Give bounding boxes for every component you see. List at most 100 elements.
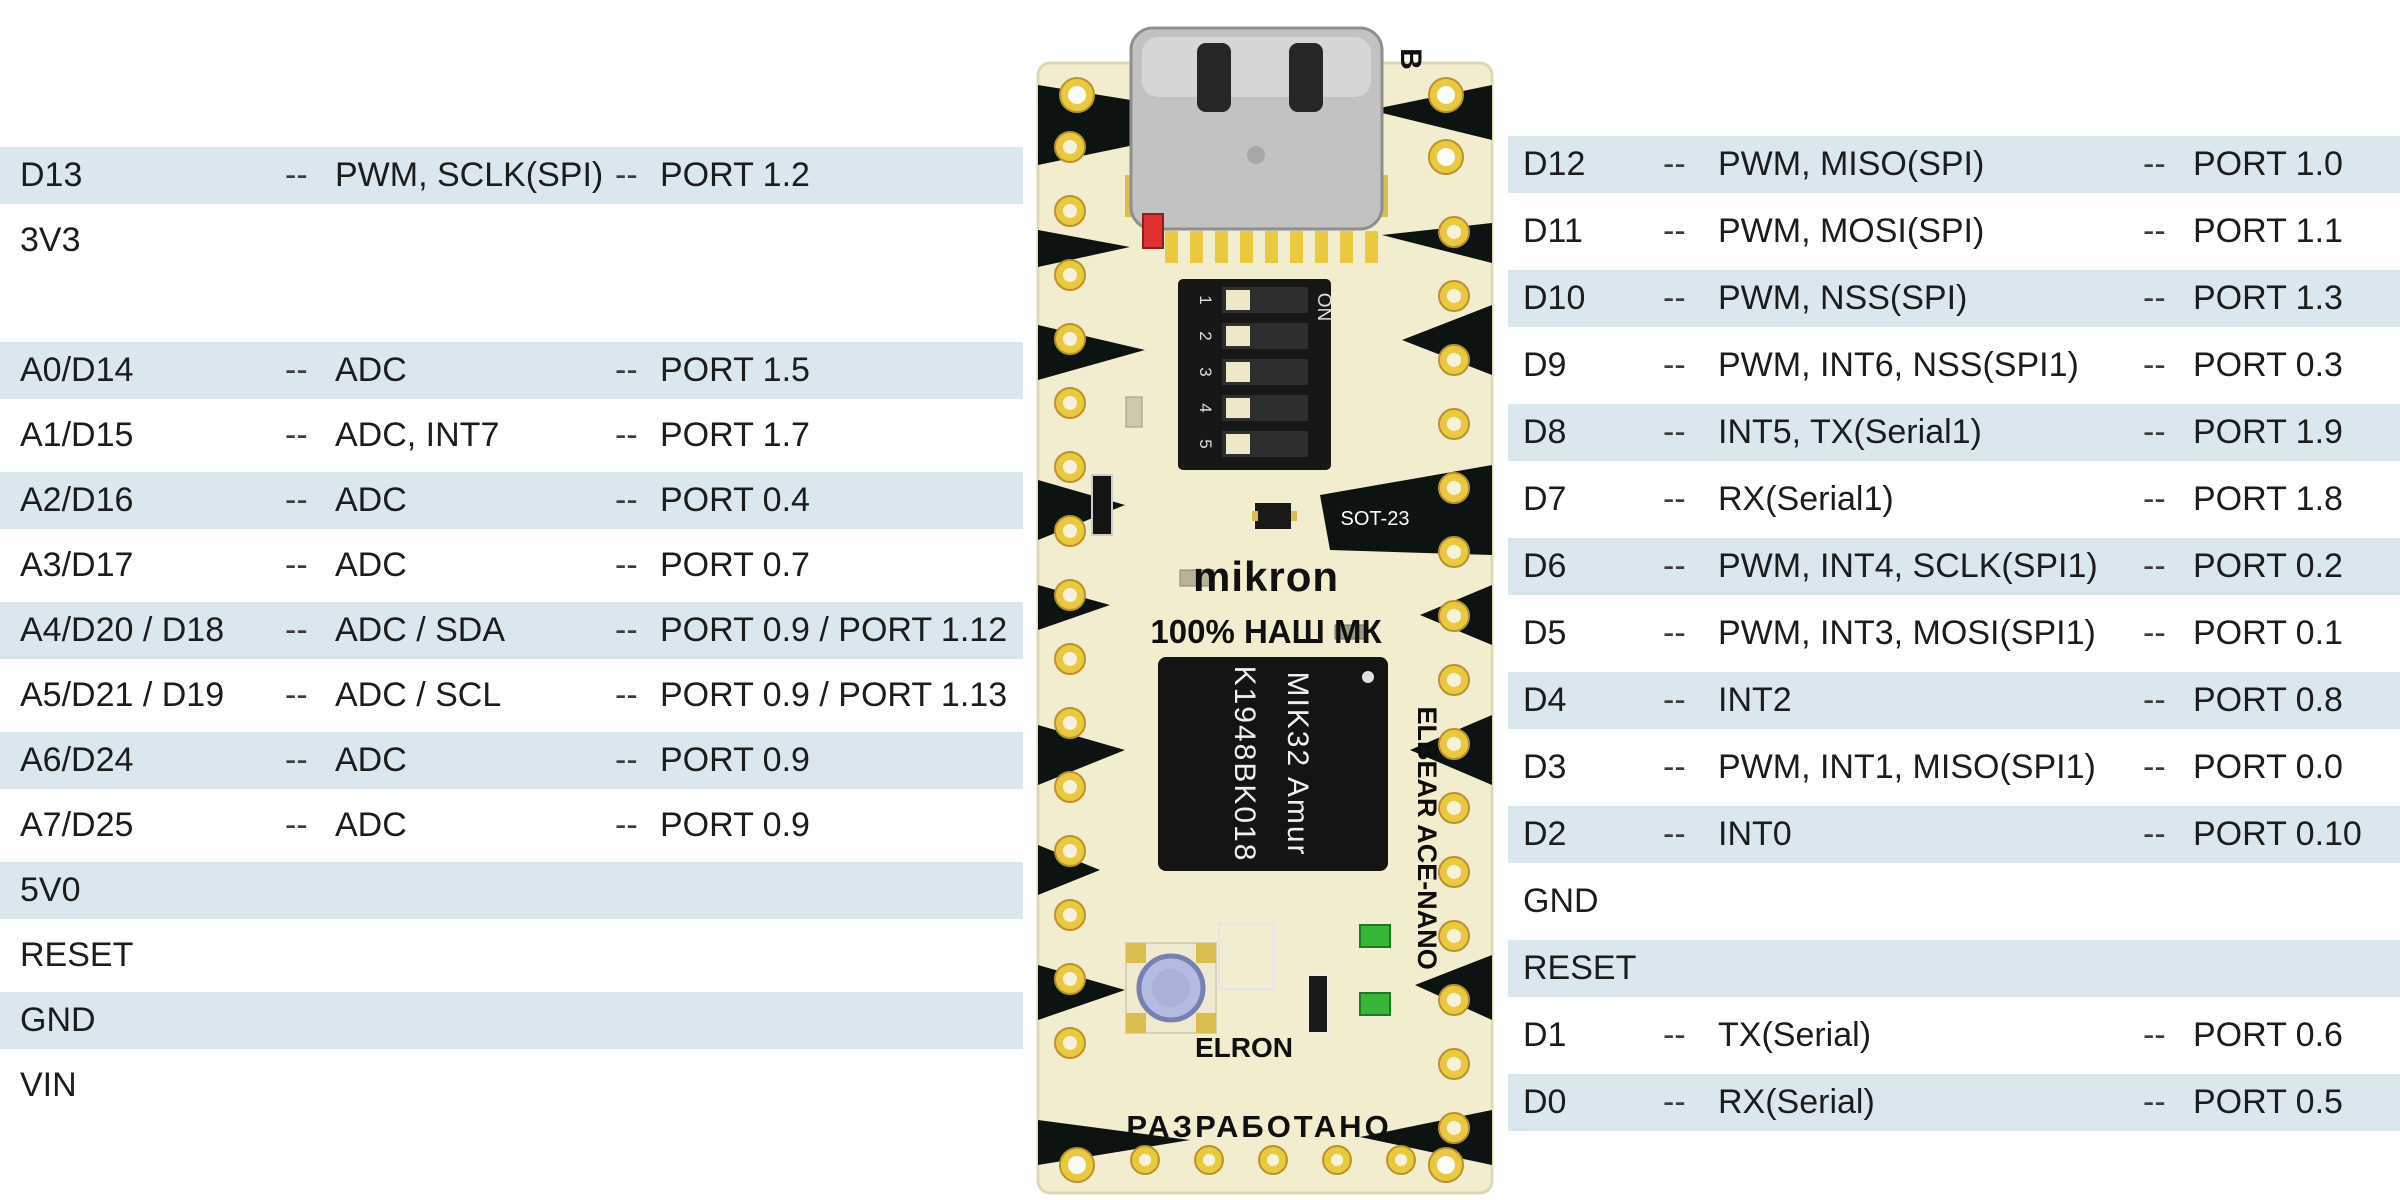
pin-row-a7-d25: A7/D25--ADC--PORT 0.9 <box>0 797 1023 854</box>
usb-slot <box>1289 43 1323 112</box>
port-label: PORT 1.7 <box>660 416 810 454</box>
green-led <box>1359 924 1391 948</box>
dash-separator: -- <box>615 676 638 714</box>
oscillator <box>1217 922 1276 991</box>
pin-row-a4-d20-d18: A4/D20 / D18--ADC / SDA--PORT 0.9 / PORT… <box>0 602 1023 659</box>
pin-row-d7: D7--RX(Serial1)--PORT 1.8 <box>1508 471 2400 528</box>
pin-function: ADC / SDA <box>335 611 506 649</box>
dash-separator: -- <box>285 156 308 194</box>
brand-logo: mikron <box>1193 553 1339 600</box>
pin-row-d9: D9--PWM, INT6, NSS(SPI1)--PORT 0.3 <box>1508 337 2400 394</box>
small-components <box>1091 396 1366 640</box>
pin-row-5v0: 5V0 <box>0 862 1023 919</box>
port-label: PORT 0.10 <box>2193 815 2362 853</box>
pad-hole <box>1203 1154 1215 1166</box>
pin-function: ADC <box>335 351 407 389</box>
pin-row-a0-d14: A0/D14--ADC--PORT 1.5 <box>0 342 1023 399</box>
pad-hole <box>1447 1057 1461 1071</box>
green-led <box>1359 992 1391 1016</box>
port-label: PORT 0.0 <box>2193 748 2343 786</box>
pad-hole <box>1063 716 1077 730</box>
dip-knob <box>1226 434 1250 454</box>
pad-hole <box>1063 972 1077 986</box>
dash-separator: -- <box>1663 547 1686 585</box>
pin-label: D2 <box>1523 815 1567 853</box>
usb-solder-pins <box>1165 231 1378 263</box>
pad-hole <box>1447 737 1461 751</box>
pin-function: INT2 <box>1718 681 1792 719</box>
dash-separator: -- <box>1663 212 1686 250</box>
port-label: PORT 0.9 / PORT 1.13 <box>660 676 1008 714</box>
port-label: PORT 1.9 <box>2193 413 2343 451</box>
pin-function: INT0 <box>1718 815 1792 853</box>
pin-function: PWM, MISO(SPI) <box>1718 145 1985 183</box>
pin-label: A7/D25 <box>20 806 134 844</box>
pin-function: ADC <box>335 741 407 779</box>
port-label: PORT 1.0 <box>2193 145 2343 183</box>
dash-separator: -- <box>1663 1016 1686 1054</box>
pin-row-d11: D11--PWM, MOSI(SPI)--PORT 1.1 <box>1508 203 2400 260</box>
pad-hole <box>1139 1154 1151 1166</box>
pin-function: ADC / SCL <box>335 676 502 714</box>
dash-separator: -- <box>285 676 308 714</box>
dash-separator: -- <box>2143 212 2166 250</box>
pin-row-a1-d15: A1/D15--ADC, INT7--PORT 1.7 <box>0 407 1023 464</box>
pad-hole <box>1331 1154 1343 1166</box>
dash-separator: -- <box>285 741 308 779</box>
pad-hole <box>1063 204 1077 218</box>
usb-pin <box>1315 231 1328 263</box>
pin-function: INT5, TX(Serial1) <box>1718 413 1982 451</box>
dash-separator: -- <box>2143 413 2166 451</box>
dash-separator: -- <box>1663 480 1686 518</box>
pin-row-gnd: GND <box>0 992 1023 1049</box>
pin-row-d1: D1--TX(Serial)--PORT 0.6 <box>1508 1007 2400 1064</box>
port-label: PORT 0.9 / PORT 1.12 <box>660 611 1008 649</box>
pad-hole <box>1063 460 1077 474</box>
chip-model: MIK32 Amur <box>1281 671 1314 856</box>
pad-hole <box>1063 396 1077 410</box>
usb-pin <box>1215 231 1228 263</box>
usb-pin <box>1165 231 1178 263</box>
dash-separator: -- <box>2143 346 2166 384</box>
small-ic <box>1307 974 1329 1034</box>
pin-row-gnd: GND <box>1508 873 2400 930</box>
pad-hole <box>1447 225 1461 239</box>
pad-hole <box>1395 1154 1407 1166</box>
pad-hole <box>1447 609 1461 623</box>
pin-label: D11 <box>1523 212 1583 250</box>
pad-hole <box>1063 1036 1077 1050</box>
pad-hole <box>1437 148 1455 166</box>
pin-label: VIN <box>20 1066 77 1104</box>
pin-label: 3V3 <box>20 221 81 259</box>
dip-number: 5 <box>1196 439 1215 448</box>
port-label: PORT 0.7 <box>660 546 810 584</box>
pin-row-d2: D2--INT0--PORT 0.10 <box>1508 806 2400 863</box>
board-name-line1: ELBEAR <box>1412 706 1442 817</box>
port-label: PORT 0.2 <box>2193 547 2343 585</box>
usb-c-connector <box>1125 26 1388 263</box>
port-label: PORT 0.9 <box>660 806 810 844</box>
pin-label: GND <box>1523 882 1599 920</box>
pad-hole <box>1068 86 1086 104</box>
dash-separator: -- <box>2143 547 2166 585</box>
pin-label: D5 <box>1523 614 1567 652</box>
dash-separator: -- <box>615 481 638 519</box>
pin-row-a2-d16: A2/D16--ADC--PORT 0.4 <box>0 472 1023 529</box>
dash-separator: -- <box>2143 681 2166 719</box>
usb-pin <box>1365 231 1378 263</box>
pin-label: A1/D15 <box>20 416 134 454</box>
dash-separator: -- <box>285 546 308 584</box>
pin-row-d5: D5--PWM, INT3, MOSI(SPI1)--PORT 0.1 <box>1508 605 2400 662</box>
dash-separator: -- <box>2143 480 2166 518</box>
pin-function: ADC <box>335 806 407 844</box>
dip-knob <box>1226 290 1250 310</box>
dash-separator: -- <box>2143 145 2166 183</box>
pin-label: A0/D14 <box>20 351 134 389</box>
pin-label: A2/D16 <box>20 481 134 519</box>
dash-separator: -- <box>285 416 308 454</box>
pad-hole <box>1447 481 1461 495</box>
dash-separator: -- <box>615 546 638 584</box>
dip-number: 3 <box>1196 367 1215 376</box>
